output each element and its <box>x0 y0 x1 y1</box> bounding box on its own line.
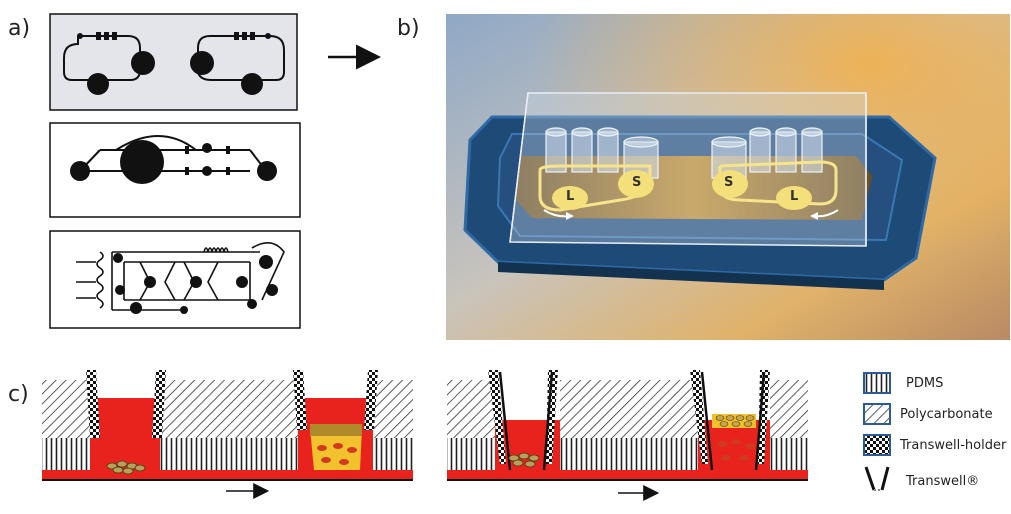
chip-schematic-3 <box>49 230 301 329</box>
legend-label-transwell: Transwell® <box>906 474 980 489</box>
label-right-s: S <box>724 175 734 190</box>
legend <box>863 372 891 491</box>
label-right-l: L <box>790 189 799 204</box>
chip-schematic-1 <box>49 13 298 111</box>
legend-swatch-transwell <box>864 466 890 491</box>
label-left-l: L <box>566 189 575 204</box>
legend-label-polycarbonate: Polycarbonate <box>900 407 993 422</box>
panel-label-a: a) <box>8 16 31 41</box>
chip-render <box>446 14 1010 340</box>
panel-label-b: b) <box>397 16 420 41</box>
device-section-left <box>42 370 413 499</box>
chip-schematic-2 <box>49 122 301 218</box>
panel-label-c: c) <box>8 382 29 407</box>
legend-label-pdms: PDMS <box>906 376 944 391</box>
legend-swatch-holder <box>863 434 891 456</box>
legend-swatch-polycarbonate <box>863 403 891 425</box>
label-left-s: S <box>632 175 642 190</box>
legend-label-holder: Transwell-holder <box>900 438 1007 453</box>
device-section-right <box>447 370 808 501</box>
legend-swatch-pdms <box>863 372 891 394</box>
